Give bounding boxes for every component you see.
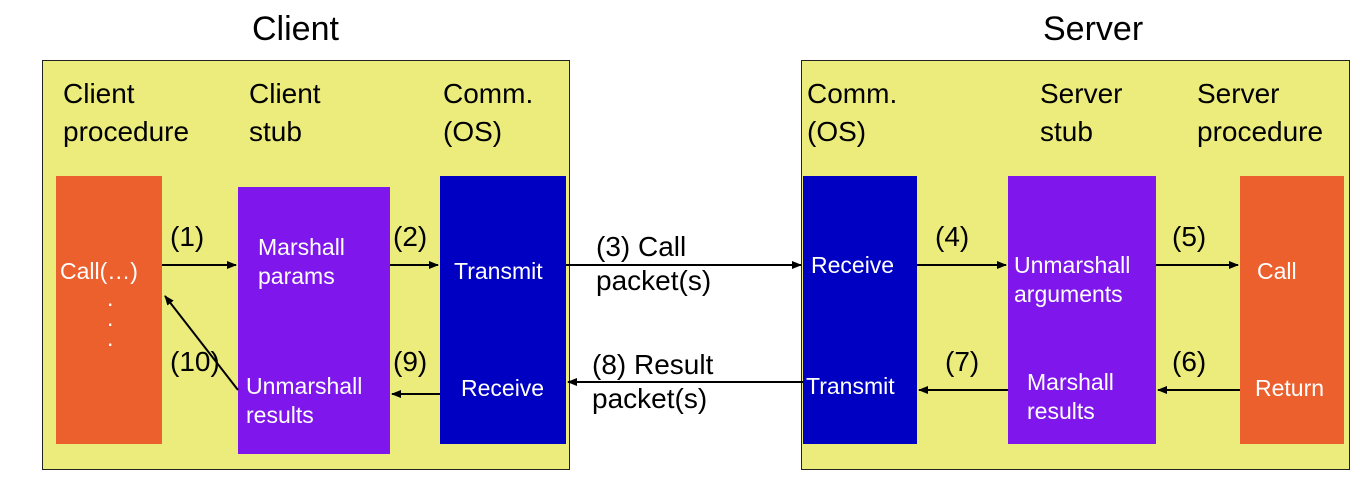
client-comm-heading: Comm. (OS) (443, 78, 534, 147)
step-10-label: (10) (170, 346, 220, 377)
server-title: Server (1043, 10, 1144, 48)
unmarshall-results-label: Unmarshall results (246, 373, 363, 428)
marshall-params-label: Marshall params (258, 234, 345, 289)
server-comm-box (803, 176, 917, 444)
step-4-label: (4) (935, 221, 970, 252)
server-procedure-box (1240, 176, 1344, 444)
client-title: Client (252, 10, 339, 48)
step-1-label: (1) (170, 221, 205, 252)
client-stub-heading: Client stub (249, 78, 321, 147)
client-comm-box (440, 176, 566, 444)
client-stub-box (238, 187, 390, 454)
step-3-label: (3) Call packet(s) (596, 231, 712, 296)
step-2-label: (2) (393, 221, 428, 252)
server-call-label: Call (1257, 258, 1297, 284)
unmarshall-arguments-label: Unmarshall arguments (1014, 252, 1131, 307)
step-7-label: (7) (945, 346, 980, 377)
client-procedure-heading: Client procedure (63, 78, 190, 147)
client-dot: . (107, 325, 114, 351)
server-receive-label: Receive (811, 252, 895, 278)
server-comm-heading: Comm. (OS) (807, 78, 898, 147)
step-5-label: (5) (1172, 221, 1207, 252)
client-dot: . (107, 285, 114, 311)
server-return-label: Return (1255, 375, 1325, 401)
client-receive-label: Receive (461, 375, 545, 401)
step-8-label: (8) Result packet(s) (592, 349, 714, 414)
step-9-label: (9) (393, 346, 428, 377)
client-call-label: Call(…) (60, 258, 138, 284)
arrow-step-10 (164, 295, 239, 391)
marshall-results-label: Marshall results (1027, 369, 1114, 424)
server-stub-box (1008, 176, 1156, 444)
server-transmit-label: Transmit (806, 373, 895, 399)
server-stub-heading: Server stub (1040, 78, 1123, 147)
client-transmit-label: Transmit (454, 258, 543, 284)
client-dot: . (107, 305, 114, 331)
server-procedure-heading: Server procedure (1197, 78, 1324, 147)
client-procedure-box (56, 176, 162, 444)
step-6-label: (6) (1172, 346, 1207, 377)
